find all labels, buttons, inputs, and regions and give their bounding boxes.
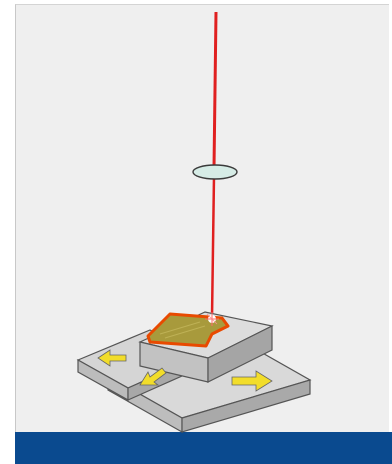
arrow-right-icon [231,370,273,392]
arrow-left-icon [97,349,127,367]
arrow-down-left-icon [139,367,167,386]
footer-bar [15,432,392,464]
laser-spark-icon [205,312,219,326]
focusing-lens-icon [192,164,238,180]
workpiece-icon [146,312,230,348]
